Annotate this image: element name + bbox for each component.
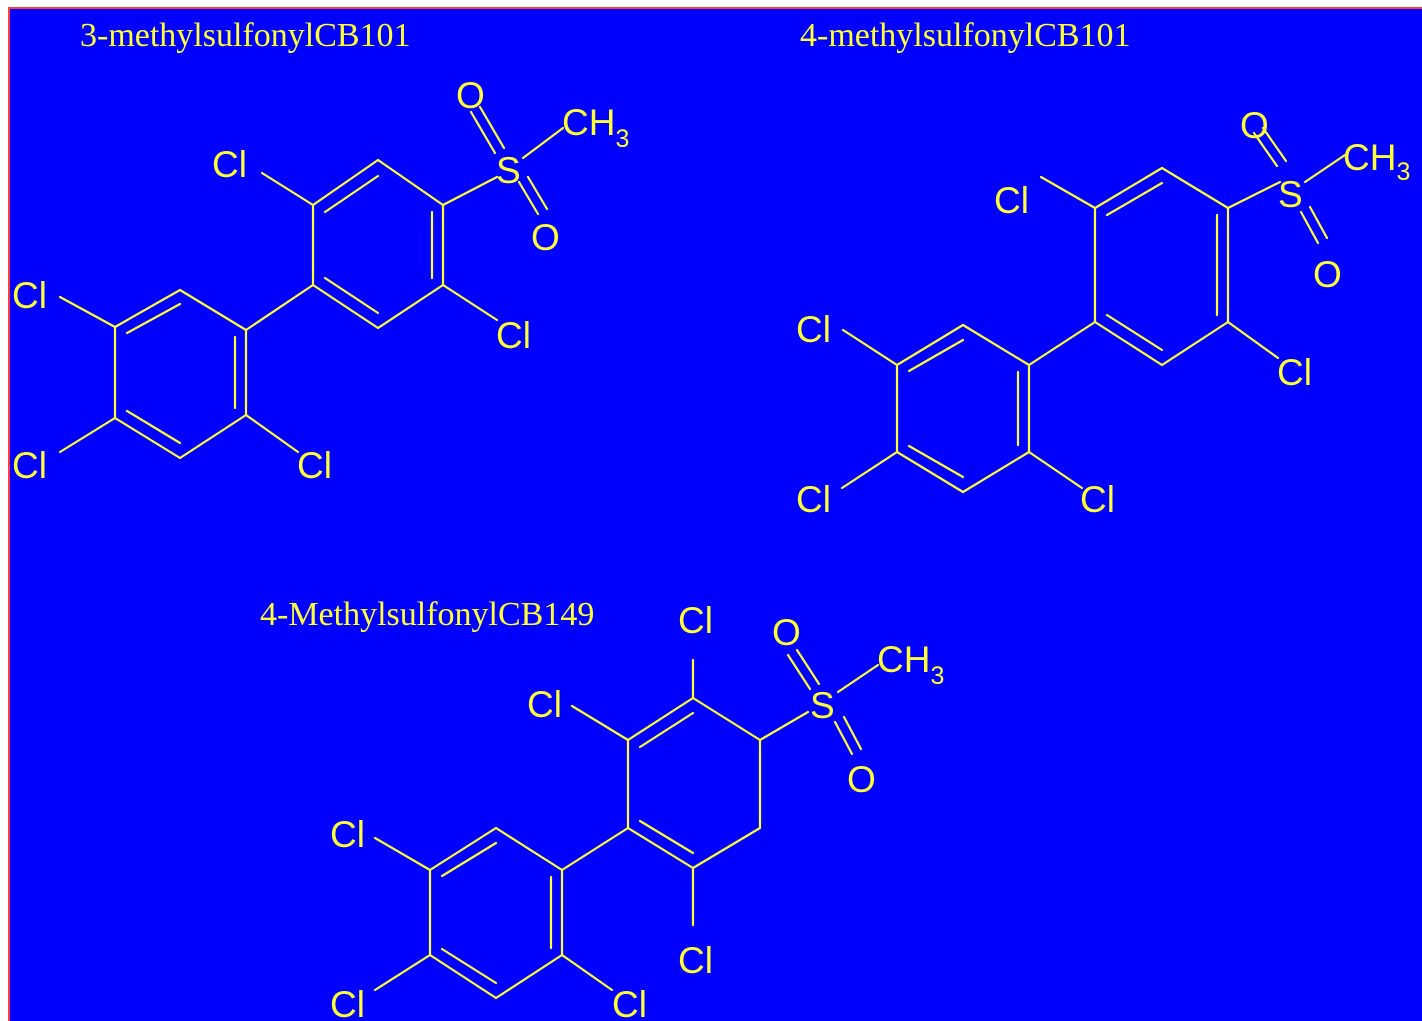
figure-panel (8, 7, 1422, 1021)
atom-label-cl: Cl (212, 144, 247, 185)
title-molecule-3: 4-MethylsulfonylCB149 (260, 596, 594, 633)
atom-label-o: O (456, 75, 485, 116)
atom-label-o: O (847, 759, 876, 800)
atom-label-cl: Cl (994, 180, 1029, 221)
atom-label-cl: Cl (678, 940, 713, 981)
atom-label-cl: Cl (1277, 352, 1312, 393)
atom-label-cl: Cl (796, 479, 831, 520)
atom-label-methyl: CH3 (562, 102, 629, 153)
atom-label-s: S (810, 685, 835, 726)
atom-label-s: S (1278, 174, 1303, 215)
molecule-2-bonds (840, 126, 1347, 494)
atom-label-cl: Cl (297, 445, 332, 486)
title-molecule-1: 3-methylsulfonylCB101 (80, 17, 411, 54)
atom-label-cl: Cl (678, 600, 713, 641)
atom-label-cl: Cl (612, 984, 647, 1021)
atom-label-o: O (1313, 254, 1342, 295)
atom-label-cl: Cl (1080, 479, 1115, 520)
atom-label-cl: Cl (330, 814, 365, 855)
atom-label-cl: Cl (330, 984, 365, 1021)
atom-label-o: O (772, 612, 801, 653)
atom-label-o: O (1240, 105, 1269, 146)
atom-label-cl: Cl (496, 315, 531, 356)
title-molecule-2: 4-methylsulfonylCB101 (800, 17, 1131, 54)
atom-label-o: O (531, 217, 560, 258)
molecule-3-bonds (373, 648, 880, 1000)
atom-label-cl: Cl (12, 445, 47, 486)
molecule-1-bonds (58, 105, 565, 460)
atom-label-cl: Cl (796, 309, 831, 350)
atom-label-cl: Cl (527, 684, 562, 725)
atom-label-cl: Cl (12, 275, 47, 316)
atom-label-methyl: CH3 (1343, 137, 1410, 186)
atom-label-s: S (496, 150, 521, 191)
atom-label-methyl: CH3 (877, 639, 944, 690)
